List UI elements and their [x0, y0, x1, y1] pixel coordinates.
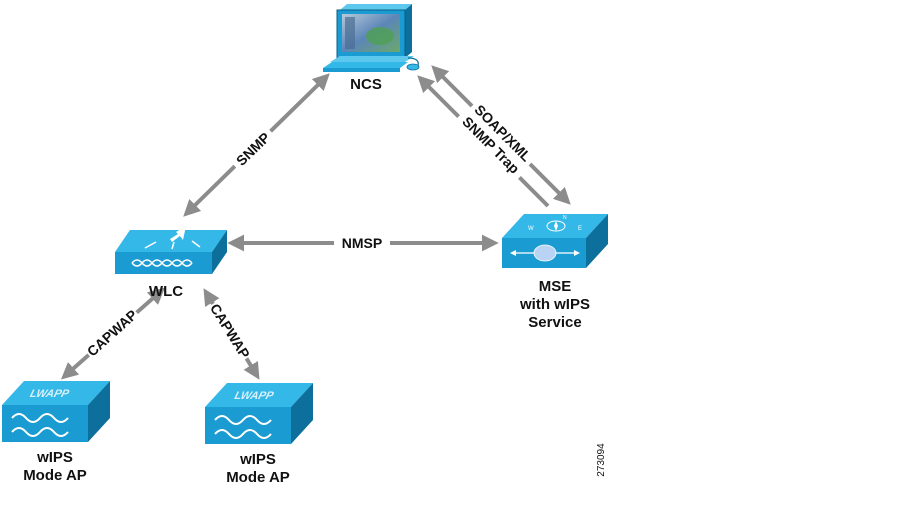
mobility-services-engine-icon: W E N [502, 214, 608, 268]
ap2-label-line2: Mode AP [226, 469, 290, 486]
access-point-icon: LWAPP [205, 383, 313, 444]
node-wlc[interactable]: WLC [115, 226, 227, 300]
wlc-label: WLC [149, 283, 183, 300]
connection-wlc-ap2: CAPWAP [203, 288, 260, 380]
svg-text:N: N [563, 215, 567, 221]
connection-wlc-ap1: CAPWAP [60, 287, 166, 380]
ap2-badge: LWAPP [233, 390, 275, 402]
ap1-label-line1: wIPS [36, 449, 73, 466]
access-point-icon: LWAPP [2, 381, 110, 442]
node-mse[interactable]: W E N MSE with wIPS Service [502, 214, 608, 331]
label-capwap-1: CAPWAP [84, 306, 140, 359]
ap2-label-line1: wIPS [239, 451, 276, 468]
svg-text:E: E [578, 226, 582, 232]
svg-text:W: W [528, 226, 534, 232]
node-ncs[interactable]: NCS [323, 4, 420, 93]
ap1-badge: LWAPP [29, 388, 71, 400]
node-ap-1[interactable]: LWAPP wIPS Mode AP [2, 381, 110, 484]
connection-wlc-mse: NMSP [227, 234, 499, 252]
workstation-icon [323, 4, 420, 72]
node-ap-2[interactable]: LWAPP wIPS Mode AP [205, 383, 313, 486]
label-capwap-2: CAPWAP [207, 301, 253, 362]
connection-ncs-wlc: SNMP [183, 73, 330, 217]
ap1-label-line2: Mode AP [23, 467, 87, 484]
mse-label-line1: MSE [539, 278, 572, 295]
connection-ncs-mse: SOAP/XML SNMP Trap [417, 65, 571, 208]
mse-label-line3: Service [528, 314, 581, 331]
label-nmsp: NMSP [342, 235, 382, 251]
figure-id: 273094 [596, 443, 607, 477]
mse-label-line2: with wIPS [519, 296, 590, 313]
label-snmp: SNMP [233, 129, 273, 169]
wireless-lan-controller-icon [115, 226, 227, 274]
ncs-label: NCS [350, 76, 382, 93]
